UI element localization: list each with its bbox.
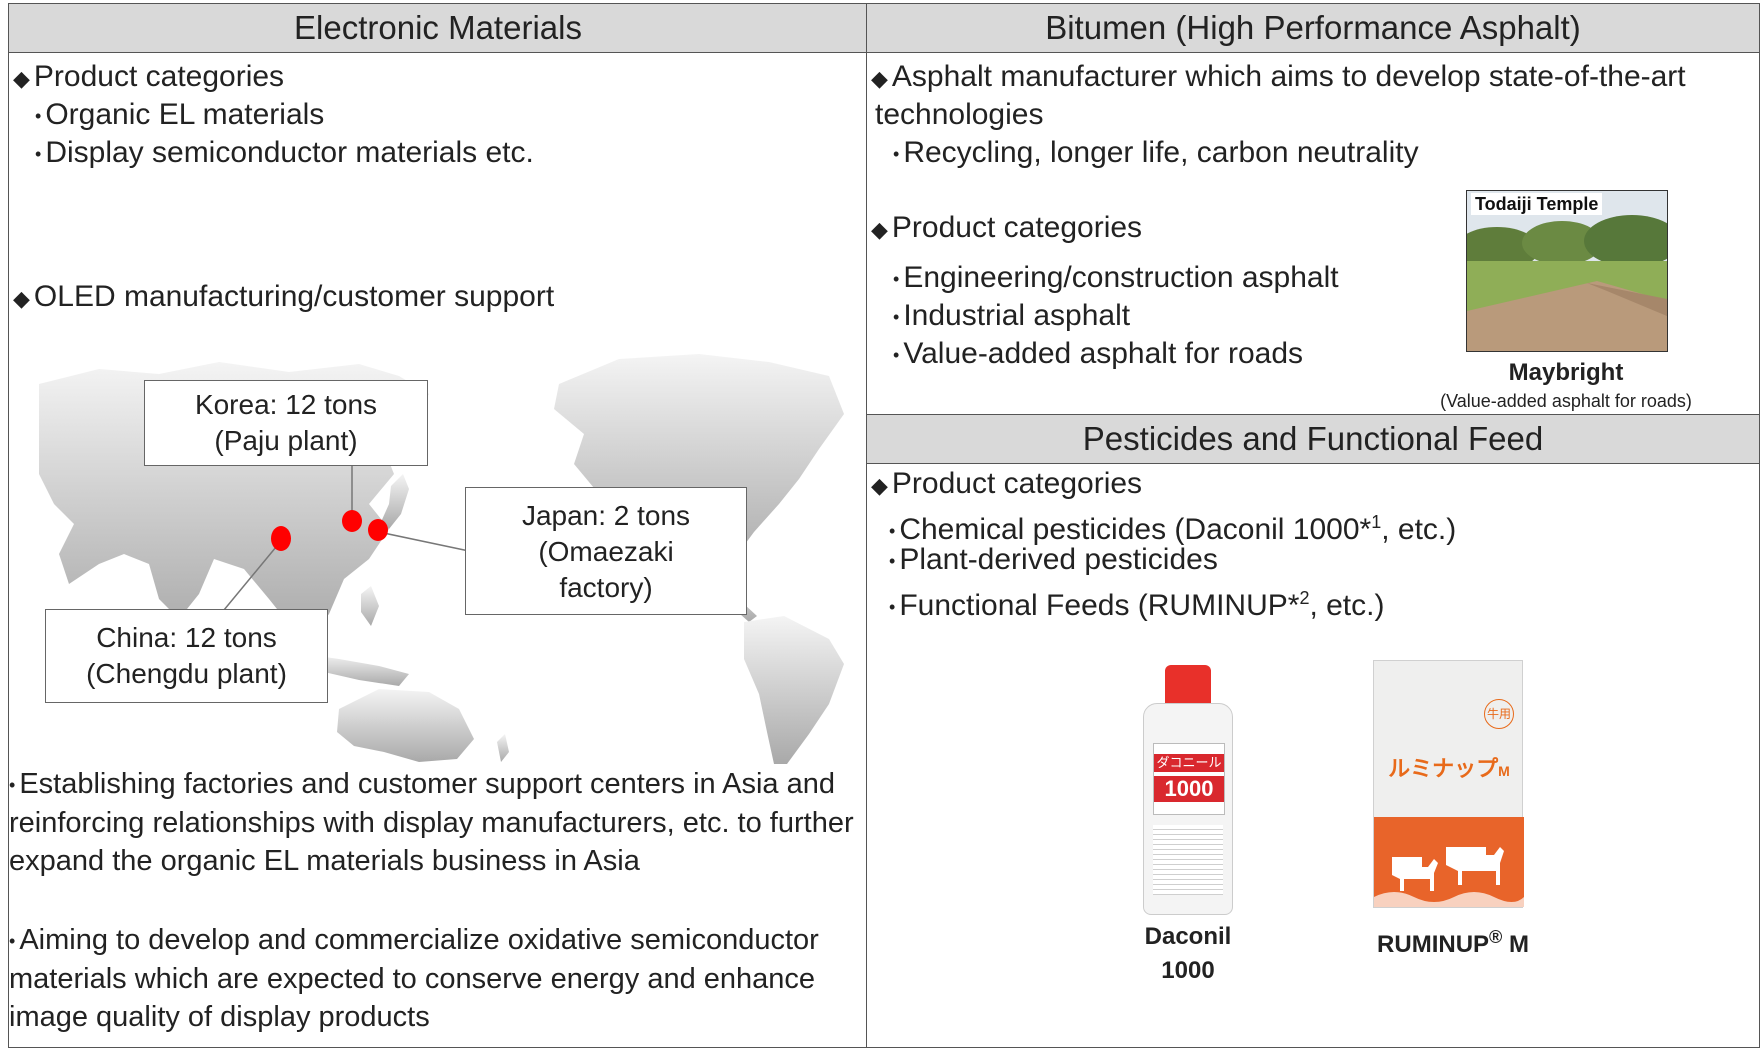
- philippines-landmass: [361, 586, 379, 626]
- category-item: •Industrial asphalt: [893, 299, 1131, 332]
- todaiji-photo: Todaiji Temple: [1466, 190, 1668, 352]
- category-item: •Engineering/construction asphalt: [893, 261, 1339, 294]
- dot-bullet-icon: •: [9, 775, 16, 796]
- park-road-illustration: [1467, 191, 1667, 351]
- bottle-fine-print: [1153, 825, 1223, 895]
- semiconductor-paragraph: •Aiming to develop and commercialize oxi…: [9, 924, 819, 1034]
- category-item: •Organic EL materials: [35, 98, 325, 131]
- diamond-bullet-icon: ◆: [871, 473, 888, 498]
- bitumen-aim-sub: •Recycling, longer life, carbon neutrali…: [893, 136, 1419, 169]
- category-item: •Display semiconductor materials etc.: [35, 136, 534, 169]
- dot-bullet-icon: •: [893, 144, 900, 165]
- dot-bullet-icon: •: [889, 551, 896, 572]
- pesticides-title: Pesticides and Functional Feed: [867, 415, 1759, 464]
- dot-bullet-icon: •: [35, 144, 42, 165]
- bottle-label: ダコニール 1000: [1153, 743, 1225, 815]
- bitumen-aim-line2: technologies: [875, 98, 1044, 131]
- product-categories-heading: ◆Product categories: [13, 60, 285, 93]
- diamond-bullet-icon: ◆: [13, 66, 30, 91]
- bottle-cap: [1165, 665, 1211, 707]
- diamond-bullet-icon: ◆: [13, 286, 30, 311]
- todaiji-label: Todaiji Temple: [1471, 193, 1603, 215]
- korea-callout: Korea: 12 tons (Paju plant): [144, 380, 428, 466]
- asia-expansion-paragraph: •Establishing factories and customer sup…: [9, 768, 854, 878]
- cattle-illustration: [1374, 817, 1524, 907]
- chengdu-marker: [271, 526, 291, 551]
- electronic-materials-panel: Electronic Materials ◆Product categories…: [8, 3, 868, 1048]
- pesticides-categories-heading: ◆Product categories: [871, 467, 1143, 500]
- pesticides-panel: Pesticides and Functional Feed ◆Product …: [866, 414, 1760, 1048]
- omaezaki-marker: [368, 519, 388, 541]
- dot-bullet-icon: •: [893, 307, 900, 328]
- indonesia-landmass: [304, 654, 409, 686]
- ruminup-caption: RUMINUP® M: [1377, 927, 1529, 958]
- dot-bullet-icon: •: [893, 345, 900, 366]
- new-zealand-landmass: [497, 734, 509, 762]
- category-item: •Plant-derived pesticides: [889, 543, 1218, 576]
- japan-connector: [378, 531, 470, 552]
- dot-bullet-icon: •: [893, 269, 900, 290]
- maybright-caption: Maybright: [1508, 359, 1624, 386]
- bitumen-aim-line1: ◆Asphalt manufacturer which aims to deve…: [871, 60, 1686, 93]
- diamond-bullet-icon: ◆: [871, 66, 888, 91]
- south-america-landmass: [744, 616, 844, 764]
- paju-marker: [342, 510, 362, 532]
- callout-connectors: [218, 464, 470, 617]
- diamond-bullet-icon: ◆: [871, 217, 888, 242]
- dot-bullet-icon: •: [889, 597, 896, 618]
- china-callout: China: 12 tons (Chengdu plant): [45, 609, 328, 703]
- bitumen-categories-heading: ◆Product categories: [871, 211, 1143, 244]
- australia-landmass: [337, 689, 474, 762]
- dot-bullet-icon: •: [9, 931, 16, 952]
- bitumen-panel: Bitumen (High Performance Asphalt) ◆Asph…: [866, 3, 1760, 416]
- bag-title: ルミナップM: [1388, 756, 1510, 781]
- category-item: •Value-added asphalt for roads: [893, 337, 1304, 370]
- china-connector: [218, 540, 282, 617]
- daconil-bottle-image: ダコニール 1000: [1143, 665, 1233, 915]
- japan-callout: Japan: 2 tons (Omaezaki factory): [465, 487, 747, 615]
- electronic-materials-title: Electronic Materials: [9, 4, 867, 53]
- north-america-landmass: [554, 354, 844, 574]
- dot-bullet-icon: •: [889, 521, 896, 542]
- dot-bullet-icon: •: [35, 106, 42, 127]
- category-item: •Chemical pesticides (Daconil 1000*1, et…: [889, 512, 1457, 546]
- maybright-subcaption: (Value-added asphalt for roads): [1440, 391, 1692, 411]
- bag-badge: 牛用: [1484, 699, 1514, 729]
- japan-landmass: [381, 474, 409, 529]
- daconil-caption: Daconil 1000: [1144, 923, 1232, 984]
- bitumen-title: Bitumen (High Performance Asphalt): [867, 4, 1759, 53]
- ruminup-bag-image: 牛用 ルミナップM: [1373, 660, 1524, 908]
- oled-heading: ◆OLED manufacturing/customer support: [13, 280, 555, 313]
- category-item: •Functional Feeds (RUMINUP*2, etc.): [889, 588, 1385, 622]
